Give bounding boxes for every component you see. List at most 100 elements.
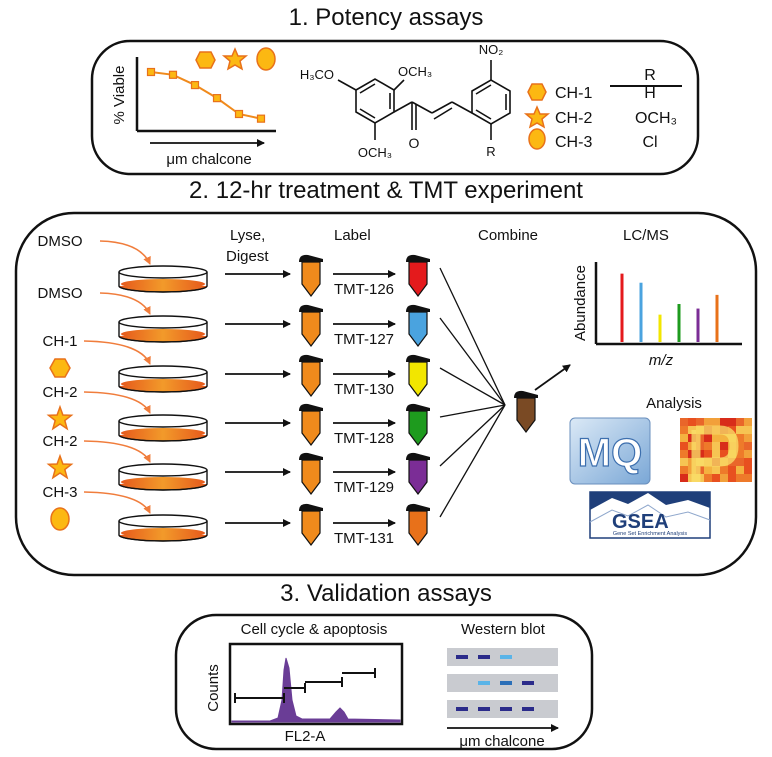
- star-icon: [46, 453, 74, 480]
- blot-band: [478, 655, 490, 659]
- tmt-tube: [406, 503, 430, 546]
- section3-panel: [174, 613, 594, 751]
- compound-legend: R CH-1 CH-2 CH-3 H OCH₃ Cl: [523, 67, 682, 151]
- combine-line: [439, 404, 506, 418]
- dose-arrow: [83, 340, 151, 365]
- viability-point: [256, 114, 266, 123]
- tmt-label: TMT-126: [334, 281, 394, 298]
- star-icon: [221, 47, 249, 71]
- sample-tube: [299, 452, 323, 495]
- treatment-rows: DMSOTMT-126DMSOTMT-127CH-1TMT-130CH-2TMT…: [38, 233, 430, 547]
- chalcone-structure: [337, 60, 511, 140]
- dose-arrow: [99, 292, 151, 315]
- gsea-logo-title: GSEA: [612, 511, 669, 533]
- culture-dish: [118, 463, 208, 491]
- viability-plot: % Viable μm chalcone: [111, 57, 276, 168]
- blot-band: [522, 681, 534, 685]
- treatment-label: CH-2: [42, 433, 77, 450]
- maxquant-logo: MQ: [569, 417, 651, 485]
- treatment-label: DMSO: [38, 285, 83, 302]
- tmt-label: TMT-130: [334, 381, 394, 398]
- sample-tube: [299, 254, 323, 297]
- combine-to-ms-arrow: [534, 364, 571, 391]
- mq-logo-text: MQ: [578, 431, 642, 475]
- sample-tube: [299, 403, 323, 446]
- perseus-logo: [680, 418, 752, 482]
- blot-band: [500, 681, 512, 685]
- sample-tube: [299, 354, 323, 397]
- section1-title: 1. Potency assays: [289, 4, 484, 31]
- hexagon-icon: [49, 358, 71, 378]
- treatment-label: DMSO: [38, 233, 83, 250]
- tmt-tube: [406, 452, 430, 495]
- nitro-label: NO₂: [479, 42, 504, 57]
- legend-name-3: CH-3: [555, 134, 592, 151]
- blot-band: [478, 707, 490, 711]
- cell-cycle-plot: Counts FL2-A: [205, 642, 404, 745]
- combined-tube: [514, 390, 538, 433]
- tmt-tube: [406, 254, 430, 297]
- legend-name-1: CH-1: [555, 85, 592, 102]
- hexagon-icon: [527, 83, 547, 101]
- viability-point: [146, 67, 156, 77]
- hexagon-icon: [195, 51, 216, 69]
- cell-cycle-x-label: FL2-A: [285, 728, 326, 745]
- culture-dish: [118, 365, 208, 393]
- viability-y-label: % Viable: [111, 66, 128, 125]
- treatment-label: CH-3: [42, 484, 77, 501]
- cell-cycle-y-label: Counts: [205, 664, 222, 712]
- gsea-logo: GSEA Gene Set Enrichment Analysis: [589, 491, 711, 539]
- step-digest-label: Digest: [226, 248, 269, 265]
- viability-point: [168, 70, 178, 79]
- combined-tube-body: [514, 390, 538, 433]
- legend-r-3: Cl: [642, 134, 657, 151]
- ellipse-icon: [528, 128, 546, 150]
- blot-band: [478, 681, 490, 685]
- carbonyl-label: O: [409, 135, 420, 151]
- ms-x-label: m/z: [649, 352, 674, 369]
- ellipse-icon: [256, 47, 276, 71]
- section3-title: 3. Validation assays: [280, 580, 492, 607]
- sample-tube: [299, 304, 323, 347]
- culture-dish: [118, 514, 208, 542]
- tmt-label: TMT-128: [334, 430, 394, 447]
- western-blot: [447, 648, 558, 718]
- viability-point: [234, 109, 244, 119]
- section1-panel: [90, 39, 700, 176]
- step-analysis-label: Analysis: [646, 395, 702, 412]
- cell-cycle-histogram: [231, 657, 401, 723]
- tmt-label: TMT-127: [334, 331, 394, 348]
- blot-band: [500, 707, 512, 711]
- cell-cycle-title: Cell cycle & apoptosis: [241, 621, 388, 638]
- blot-band: [522, 707, 534, 711]
- step-combine-label: Combine: [478, 227, 538, 244]
- tmt-tube: [406, 354, 430, 397]
- treatment-label: CH-2: [42, 384, 77, 401]
- step-lcms-label: LC/MS: [623, 227, 669, 244]
- step-lyse-label: Lyse,: [230, 227, 265, 244]
- ellipse-icon: [50, 507, 70, 531]
- combine-line: [439, 404, 506, 518]
- ms-y-label: Abundance: [572, 265, 589, 341]
- tmt-label: TMT-129: [334, 479, 394, 496]
- dose-arrow: [83, 440, 151, 463]
- combine-line: [439, 404, 506, 467]
- tmt-label: TMT-131: [334, 530, 394, 547]
- culture-dish: [118, 414, 208, 442]
- dose-arrow: [83, 391, 151, 414]
- combine-line: [439, 367, 506, 406]
- combine-line: [439, 317, 506, 406]
- treatment-label: CH-1: [42, 333, 77, 350]
- ms-spectrum: Abundance m/z: [572, 262, 742, 369]
- star-icon: [46, 404, 74, 431]
- viability-point: [212, 94, 222, 103]
- legend-r-2: OCH₃: [635, 110, 677, 127]
- tmt-tube: [406, 403, 430, 446]
- section2-panel: [14, 211, 758, 577]
- western-x-label: μm chalcone: [459, 733, 544, 750]
- r-group-label: R: [486, 144, 495, 159]
- step-label-label: Label: [334, 227, 371, 244]
- viability-curve: [150, 71, 262, 120]
- methoxy-bottom-label: OCH₃: [358, 145, 392, 160]
- western-title: Western blot: [461, 621, 546, 638]
